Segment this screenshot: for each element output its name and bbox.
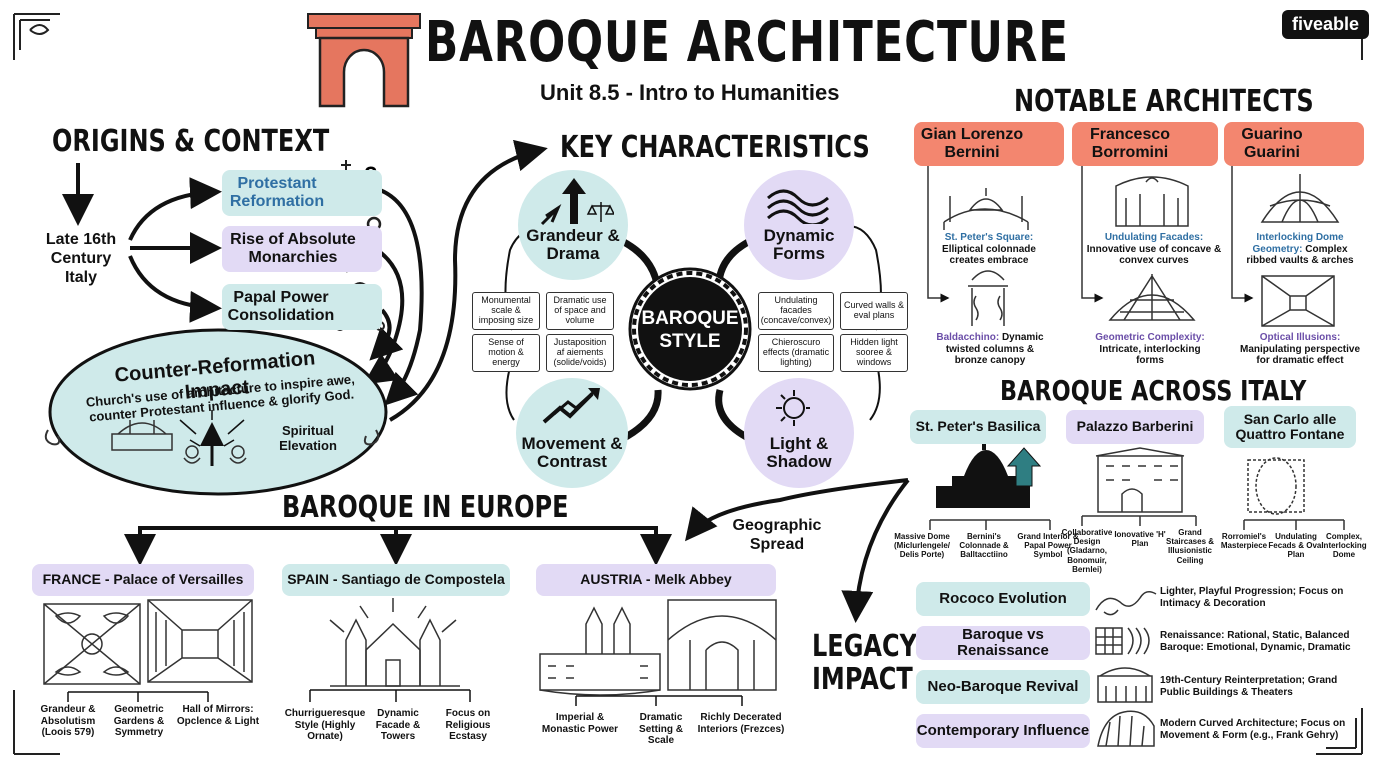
- st-peters-square-sketch: [943, 188, 1029, 230]
- spain-note-facade: Dynamic Facade & Towers: [375, 708, 421, 742]
- renaissance-vs-baroque-icon: [1095, 627, 1150, 655]
- santiago-cathedral-sketch: [329, 598, 460, 687]
- legacy-rococo: Rococo Evolution: [916, 582, 1090, 616]
- legacy-neo-baroque: Neo-Baroque Revival: [916, 670, 1090, 704]
- italy-note-masterpiece: Rorromiel's Masterpiece: [1220, 532, 1268, 551]
- char-box-juxtaposition: Justaposition af aiements (solide/voids): [546, 334, 614, 372]
- altar-sketch-icon: [111, 420, 173, 451]
- branch-protestant-reformation: Protestant Reformation: [222, 170, 382, 216]
- char-box-dramatic-space: Dramatic use of space and volume: [546, 292, 614, 330]
- brand-logo: fiveable: [1282, 10, 1370, 39]
- page-subtitle: Unit 8.5 - Intro to Humanities: [540, 80, 840, 105]
- char-box-chiaroscuro: Chieroscuro effects (dramatic lighting): [758, 334, 834, 372]
- guarini-dome-sketch: [1260, 174, 1340, 223]
- legacy-title: LEGACY IMPACT: [812, 629, 917, 697]
- branch-absolute-monarchies: Rise of Absolute Monarchies: [222, 226, 382, 272]
- france-note-hall-of-mirrors: Hall of Mirrors: Opclence & Light: [176, 704, 260, 727]
- cherub-icon: [183, 445, 247, 464]
- char-box-hidden-light: Hidden light sooree & windows: [840, 334, 908, 372]
- legacy-contemporary-desc: Modern Curved Architecture; Focus on Mov…: [1160, 718, 1346, 741]
- work-interlocking-dome: Interlocking Dome Geometry: Complex ribb…: [1246, 232, 1354, 266]
- hall-of-mirrors-sketch: [147, 599, 253, 683]
- melk-interior-sketch: [667, 599, 777, 691]
- legacy-neo-baroque-desc: 19th-Century Reinterpretation; Grand Pub…: [1160, 675, 1338, 698]
- legacy-contemporary: Contemporary Influence: [916, 714, 1090, 748]
- st-peters-basilica-icon: [936, 440, 1030, 508]
- counter-reformation-oval: [48, 328, 388, 496]
- palazzo-barberini-icon: [1095, 447, 1185, 513]
- site-san-carlo: San Carlo alle Quattro Fontane: [1224, 406, 1356, 448]
- modern-building-icon: [1097, 710, 1155, 747]
- france-note-gardens: Geometric Gardens & Symmetry: [113, 704, 165, 738]
- baldacchino-sketch: [968, 270, 1008, 326]
- melk-abbey-sketch: [539, 606, 661, 696]
- arch-icon: [307, 13, 421, 108]
- spain-note-churrigueresque: Churrigueresque Style (Highly Ornate): [284, 708, 366, 742]
- italy-note-h-plan: Ionovative 'H' Plan: [1114, 530, 1166, 549]
- geometric-dome-sketch: [1108, 274, 1196, 321]
- italy-note-staircases: Grand Staircases & Illusionistic Ceiling: [1165, 528, 1215, 565]
- site-st-peters-basilica: St. Peter's Basilica: [910, 410, 1046, 444]
- country-france: FRANCE - Palace of Versailles: [32, 564, 254, 596]
- italy-note-dome: Massive Dome (Miclurlengele/ Delis Porte…: [893, 532, 950, 560]
- country-austria: AUSTRIA - Melk Abbey: [536, 564, 776, 596]
- sun-moon-icon: [776, 390, 816, 426]
- versailles-gardens-sketch: [43, 603, 141, 685]
- spiritual-elevation-label: Spiritual Elevation: [279, 423, 337, 453]
- char-box-monumental-scale: Monumental scale & imposing size: [472, 292, 540, 330]
- rising-arrow-icon: [179, 410, 245, 466]
- zigzag-arrows-icon: [542, 388, 600, 424]
- geographic-spread-label: Geographic Spread: [732, 517, 822, 554]
- italy-note-interior: Grand Interior & Papal Power Symbol: [1017, 532, 1079, 560]
- france-note-grandeur: Grandeur & Absolutism (Loois 579): [40, 704, 96, 738]
- work-geometric-complexity: Geometric Complexity: Intricate, interlo…: [1095, 332, 1205, 366]
- italy-title: BAROQUE ACROSS ITALY: [1000, 374, 1307, 407]
- grandeur-arrow-scales-icon: [540, 178, 614, 226]
- architect-borromini: Francesco Borromini: [1072, 122, 1218, 166]
- italy-note-colonnade: Bernini's Colonnade & Balltacctiino: [959, 532, 1009, 560]
- baroque-style-badge: [628, 267, 752, 391]
- italy-note-collaborative: Collaborative Design (Gladarno, Bonomuir…: [1061, 528, 1113, 574]
- circle-movement-contrast: Movement & Contrast: [516, 378, 628, 488]
- work-baldacchino: Baldacchino: Dynamic twisted columns & b…: [936, 332, 1044, 366]
- austria-note-interiors: Richly Decerated Interiors (Frezces): [697, 712, 785, 735]
- europe-title: BAROQUE IN EUROPE: [282, 490, 569, 525]
- italy-note-dome-complex: Complex, Interlocking Dome: [1321, 532, 1367, 560]
- wave-forms-icon: [767, 189, 829, 224]
- architect-guarini: Guarino Guarini: [1224, 122, 1364, 166]
- baroque-style-label: BAROQUE STYLE: [641, 308, 739, 352]
- char-box-sense-of-motion: Sense of motion & energy: [472, 334, 540, 372]
- scroll-ornament-icon: [44, 429, 380, 446]
- up-arrow-icon: [1006, 447, 1042, 487]
- legacy-rococo-desc: Lighter, Playful Progression; Focus on I…: [1160, 586, 1344, 609]
- optical-illusion-sketch: [1261, 275, 1335, 327]
- char-box-curved-walls: Curved walls & eval plans: [840, 292, 908, 330]
- origins-start: Late 16th Century Italy: [45, 231, 117, 287]
- characteristics-title: KEY CHARACTERISTICS: [560, 130, 870, 165]
- san-carlo-plan-icon: [1247, 457, 1305, 515]
- origins-title: ORIGINS & CONTEXT: [52, 124, 330, 159]
- site-palazzo-barberini: Palazzo Barberini: [1066, 410, 1204, 444]
- circle-dynamic-forms: Dynamic Forms: [744, 170, 854, 280]
- circle-light-shadow: Light & Shadow: [744, 378, 854, 488]
- legacy-baroque-vs-renaissance: Baroque vs Renaissance: [916, 626, 1090, 660]
- work-undulating-facades: Undulating Facades: Innovative use of co…: [1086, 232, 1222, 266]
- branch-papal-power: Papal Power Consolidation: [222, 284, 382, 330]
- opera-house-icon: [1097, 667, 1153, 703]
- legacy-renaissance-desc: Renaissance: Rational, Static, Balanced …: [1160, 630, 1351, 653]
- work-st-peters-square: St. Peter's Square: Elliptical colonnade…: [942, 232, 1036, 266]
- austria-note-setting: Dramatic Setting & Scale: [639, 712, 683, 746]
- spain-note-ecstasy: Focus on Religious Ecstasy: [445, 708, 491, 742]
- italy-note-oval-plan: Undulating Fecads & Oval Plan: [1268, 532, 1324, 560]
- country-spain: SPAIN - Santiago de Compostela: [282, 564, 510, 596]
- austria-note-power: Imperial & Monastic Power: [541, 712, 619, 735]
- borromini-facade-sketch: [1115, 176, 1189, 227]
- work-optical-illusions: Optical Illusions: Manipulating perspect…: [1239, 332, 1361, 366]
- architect-bernini: Gian Lorenzo Bernini: [914, 122, 1064, 166]
- architects-title: NOTABLE ARCHITECTS: [1014, 84, 1314, 119]
- rococo-scroll-icon: [1095, 591, 1157, 616]
- page-title: BAROQUE ARCHITECTURE: [425, 10, 1069, 75]
- char-box-undulating-facades: Undulating facades (concave/convex): [758, 292, 834, 330]
